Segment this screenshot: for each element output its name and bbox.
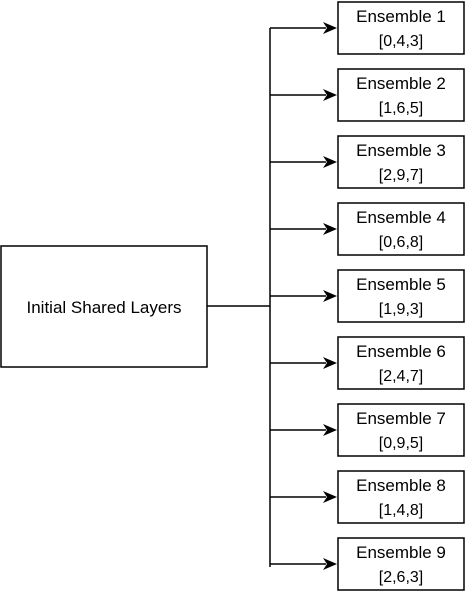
ensemble-value: [1,9,3] [379, 301, 423, 318]
root-label: Initial Shared Layers [27, 298, 182, 317]
ensemble-box [337, 269, 465, 323]
ensemble-value: [1,6,5] [379, 100, 423, 117]
ensemble-value: [1,4,8] [379, 502, 423, 519]
arrowhead-icon [323, 424, 337, 436]
ensemble-box [337, 470, 465, 524]
ensemble-box [337, 135, 465, 189]
ensemble-box [337, 336, 465, 390]
ensemble-box [337, 537, 465, 591]
arrowhead-icon [323, 290, 337, 302]
ensemble-title: Ensemble 1 [356, 7, 446, 26]
ensemble-node-6[interactable]: Ensemble 6 [2,4,7] [270, 336, 465, 390]
arrowhead-icon [323, 89, 337, 101]
ensemble-value: [0,9,5] [379, 435, 423, 452]
arrowhead-icon [323, 22, 337, 34]
arrowhead-icon [323, 558, 337, 570]
ensemble-value: [0,4,3] [379, 33, 423, 50]
ensemble-title: Ensemble 9 [356, 543, 446, 562]
ensemble-node-4[interactable]: Ensemble 4 [0,6,8] [270, 202, 465, 256]
root-box [0, 245, 208, 368]
ensemble-box [337, 68, 465, 122]
ensemble-title: Ensemble 7 [356, 409, 446, 428]
ensemble-node-5[interactable]: Ensemble 5 [1,9,3] [270, 269, 465, 323]
ensemble-box [337, 1, 465, 55]
ensemble-value: [2,4,7] [379, 368, 423, 385]
root-node[interactable]: Initial Shared Layers [0, 245, 208, 368]
ensemble-value: [2,9,7] [379, 167, 423, 184]
ensemble-title: Ensemble 8 [356, 476, 446, 495]
ensemble-node-3[interactable]: Ensemble 3 [2,9,7] [270, 135, 465, 189]
ensemble-node-9[interactable]: Ensemble 9 [2,6,3] [270, 537, 465, 591]
ensemble-title: Ensemble 2 [356, 74, 446, 93]
ensemble-box [337, 202, 465, 256]
ensemble-node-1[interactable]: Ensemble 1 [0,4,3] [270, 1, 465, 55]
ensemble-box [337, 403, 465, 457]
ensemble-node-8[interactable]: Ensemble 8 [1,4,8] [270, 470, 465, 524]
branches-group: Ensemble 1[0,4,3]Ensemble 2[1,6,5]Ensemb… [270, 1, 465, 591]
arrowhead-icon [323, 156, 337, 168]
ensemble-title: Ensemble 3 [356, 141, 446, 160]
ensemble-title: Ensemble 5 [356, 275, 446, 294]
arrowhead-icon [323, 223, 337, 235]
arrowhead-icon [323, 491, 337, 503]
ensemble-node-7[interactable]: Ensemble 7 [0,9,5] [270, 403, 465, 457]
ensemble-node-2[interactable]: Ensemble 2 [1,6,5] [270, 68, 465, 122]
ensemble-value: [0,6,8] [379, 234, 423, 251]
ensemble-value: [2,6,3] [379, 569, 423, 586]
ensemble-title: Ensemble 4 [356, 208, 446, 227]
arrowhead-icon [323, 357, 337, 369]
ensemble-title: Ensemble 6 [356, 342, 446, 361]
